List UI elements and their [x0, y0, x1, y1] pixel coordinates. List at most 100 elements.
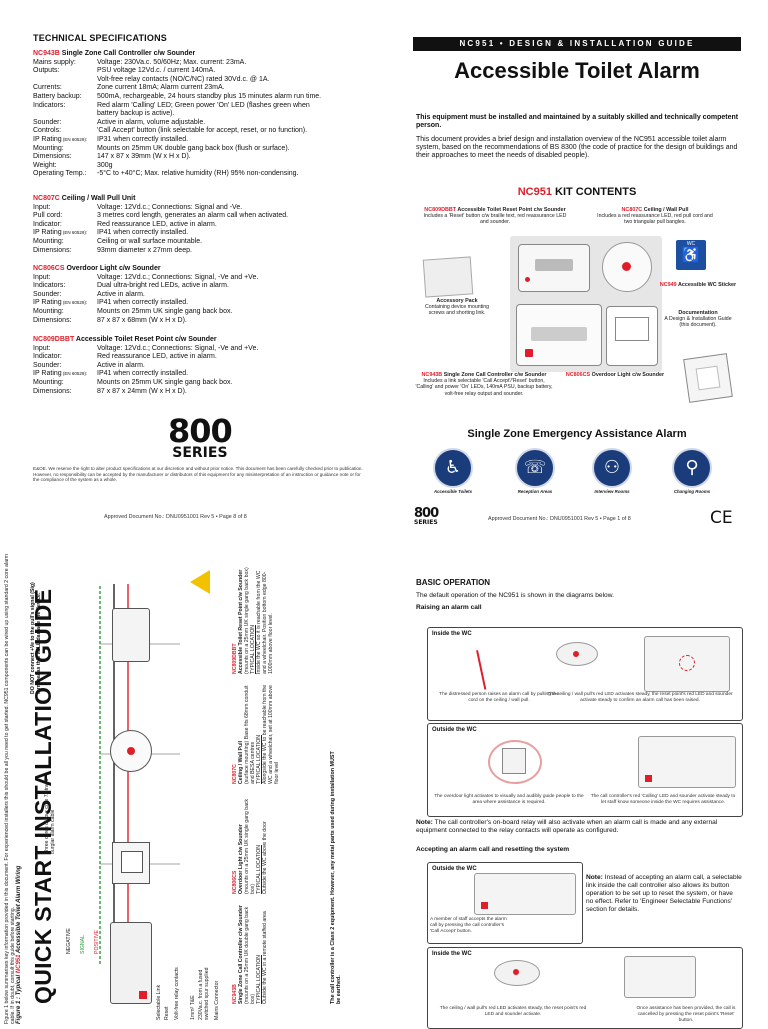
figure-caption-prefix: Figure 1 : Typical	[16, 973, 22, 1024]
ceiling-pull-device	[602, 242, 652, 292]
icon-glyph: ☏	[523, 457, 547, 478]
reset-code: NC809DBBT	[424, 207, 457, 213]
spec-row: Sounder:Active in alarm.	[33, 362, 378, 371]
icon-label: Reception Areas	[517, 489, 553, 494]
spec-row: Dimensions:87 x 87 x 68mm (W x H x D).	[33, 317, 378, 326]
qs-overdoor-device	[112, 842, 150, 884]
logo-series: SERIES	[172, 445, 228, 461]
approved-document-right: Approved Document No.: DNU0951001 Rev 5 …	[488, 516, 631, 522]
spec-key-text: Input:	[33, 273, 51, 281]
spec-row: Indicator:Red reassurance LED, active in…	[33, 221, 378, 230]
outside-wc-panel-2: Outside the WC A member of staff accepts…	[427, 862, 583, 944]
caption-accept: A member of staff accepts the alarm call…	[430, 917, 507, 934]
spec-key: Mounting:	[33, 379, 97, 388]
icon-label: Accessible Toilets	[433, 489, 473, 494]
qs-controller-device	[110, 922, 152, 1004]
spec-key-text: IP Rating	[33, 299, 62, 307]
overdoor-lens	[695, 365, 721, 391]
inside-wc-panel-1: Inside the WC The distressed person rais…	[427, 627, 743, 721]
quick-start-rotated: QUICK START INSTALLATION GUIDE Figure 1 …	[0, 545, 384, 1024]
accessory-desc: Containing device mounting screws and sh…	[424, 304, 490, 317]
spec-row: Controls:'Call Accept' button (link sele…	[33, 127, 378, 136]
spec-value: Voltage: 230Va.c. 50/60Hz; Max. current:…	[97, 58, 247, 66]
spec-key: Sounder:	[33, 119, 97, 128]
spec-key-text: Mounting:	[33, 378, 64, 386]
spec-key-text: Pull cord:	[33, 212, 63, 220]
spec-value: IP31 when correctly installed.	[97, 135, 189, 143]
spec-key-text: IP Rating	[33, 135, 62, 143]
spec-key-text: Controls:	[33, 127, 62, 135]
kit-pull-label: NC807C Ceiling / Wall Pull Includes a re…	[596, 207, 714, 226]
caption-overdoor: The overdoor light activates to visually…	[434, 794, 584, 805]
spec-row: Dimensions: 147 x 87 x 39mm (W x H x D).	[33, 153, 378, 162]
qs-selectable-link: Selectable Link	[156, 984, 162, 1020]
ce-mark: CE	[710, 508, 733, 528]
emergency-alarm-title: Single Zone Emergency Assistance Alarm	[467, 428, 687, 440]
interview-room-icon: ⚇	[592, 448, 632, 488]
spec-key-text: Dimensions:	[33, 153, 72, 161]
controller-logo	[525, 349, 533, 357]
spec-value: 87 x 87 x 24mm (W x H x D).	[97, 387, 187, 395]
spec-row: Dimensions: 87 x 87 x 24mm (W x H x D).	[33, 388, 378, 397]
accessory-pack-image	[422, 256, 474, 298]
spec-key-text: Mounting:	[33, 144, 64, 152]
kit-controller-label: NC943B Single Zone Call Controller c/w S…	[414, 372, 554, 397]
spec-block-title: NC809DBBT Accessible Toilet Reset Point …	[33, 336, 378, 345]
spec-row: Volt-free relay contacts (NO/C/NC) rated…	[33, 76, 378, 85]
spec-row: Dimensions:93mm diameter x 27mm deep.	[33, 247, 378, 256]
spec-key: IP Rating (EN 60529):	[33, 136, 97, 145]
documentation-booklet	[606, 306, 658, 366]
spec-key-text: Input:	[33, 203, 51, 211]
spec-block-nc809dbbt: NC809DBBT Accessible Toilet Reset Point …	[33, 336, 378, 396]
spec-value: Active in alarm.	[97, 290, 145, 298]
accept-note-text: Instead of accepting an alarm call, a se…	[586, 874, 742, 913]
accept-note: Note: Instead of accepting an alarm call…	[586, 874, 742, 914]
spec-value: 147 x 87 x 39mm (W x H x D).	[97, 153, 191, 161]
accessory-title: Accessory Pack	[436, 298, 478, 304]
signal-label: SIGNAL	[80, 934, 86, 954]
spec-value: -5°C to +40°C; Max. relative humidity (R…	[97, 170, 299, 178]
guide-title-bar: NC951 • DESIGN & INSTALLATION GUIDE	[413, 37, 741, 51]
spec-value: Mounts on 25mm UK double gang back box (…	[97, 144, 290, 152]
wheelchair-toilet-icon: ♿	[433, 448, 473, 488]
quick-start-page: QUICK START INSTALLATION GUIDE Figure 1 …	[0, 545, 384, 1024]
spec-key-text: Sounder:	[33, 118, 62, 126]
spec-key: Indicator:	[33, 353, 97, 362]
figure-caption: Figure 1 : Typical NC951 Accessible Toil…	[16, 866, 23, 1024]
panel1-ceiling-pull	[556, 642, 598, 666]
qs-overdoor-mount: (mounts on a 25mm UK single gang back bo…	[244, 798, 256, 894]
spec-row: battery backup is active).	[33, 110, 378, 119]
spec-value: Mounts on 25mm UK single gang back box.	[97, 307, 233, 315]
spec-row: Mounting:Mounts on 25mm UK single gang b…	[33, 379, 378, 388]
outside-wc-panel-1: Outside the WC The overdoor light activa…	[427, 723, 743, 817]
spec-key	[33, 110, 97, 119]
spec-key: Sounder:	[33, 362, 97, 371]
panel1-reset-point	[644, 636, 730, 692]
panel1-pull-led	[573, 651, 579, 657]
spec-row: Battery backup:500mA, rechargeable, 24 h…	[33, 93, 378, 102]
spec-value: Volt-free relay contacts (NO/C/NC) rated…	[97, 75, 270, 83]
series-800-logo-small: 800 SERIES	[414, 507, 439, 526]
spec-key: Sounder:	[33, 291, 97, 300]
wheelchair-icon: ♿	[681, 247, 701, 264]
spec-key: Pull cord:	[33, 212, 97, 221]
relay-note: Note: The call controller's on-board rel…	[416, 819, 742, 835]
spec-key-text: Battery backup:	[33, 92, 82, 100]
qs-dont-connect-warning: DO NOT connect +Ve to the pull's signal …	[30, 582, 42, 694]
quick-start-intro: Figure 1 below summarises key informatio…	[4, 553, 16, 1024]
specs-heading: TECHNICAL SPECIFICATIONS	[33, 33, 167, 43]
spec-key-text: Indicators:	[33, 282, 66, 290]
spec-key-text: Sounder:	[33, 361, 62, 369]
reset-point-device	[518, 244, 590, 292]
spec-value: Red alarm 'Calling' LED; Green power 'On…	[97, 101, 310, 109]
qs-cable-note: Three cores of four core 7/strand burgla…	[44, 778, 56, 854]
spec-key: Indicators:	[33, 282, 97, 291]
spec-key-text: Weight:	[33, 161, 57, 169]
spec-key-text: Dimensions:	[33, 387, 72, 395]
qs-pull-desc: NC807C Ceiling / Wall Pull (surface moun…	[232, 684, 280, 784]
spec-key-text: Mains supply:	[33, 58, 76, 66]
qs-relay-note: Volt-free relay contacts	[174, 967, 180, 1020]
spec-key-standard: (EN 60529):	[61, 300, 88, 306]
spec-value: Active in alarm, volume adjustable.	[97, 118, 206, 126]
spec-key: Input:	[33, 345, 97, 354]
